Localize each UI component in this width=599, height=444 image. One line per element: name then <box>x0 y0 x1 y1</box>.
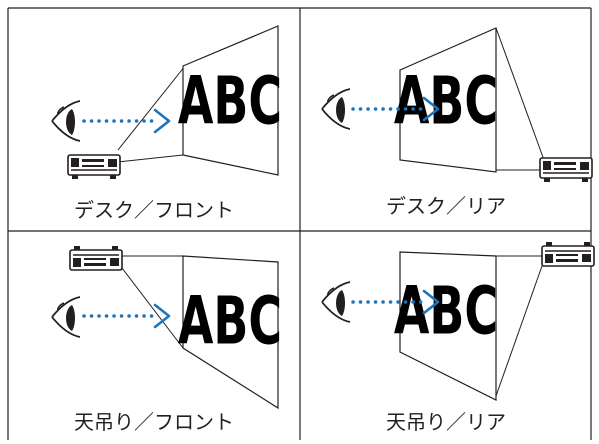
screen-text: ABC <box>178 283 282 360</box>
screen <box>182 255 279 410</box>
screen <box>182 25 279 176</box>
caption-ceiling-rear: 天吊り／リア <box>386 410 506 434</box>
eye-icon <box>51 100 81 142</box>
panel-desk-rear: ABC <box>321 27 593 183</box>
screen-text: ABC <box>394 63 498 140</box>
view-direction-arrow <box>82 303 171 329</box>
screen-text: ABC <box>394 273 498 350</box>
projector-icon <box>69 245 123 271</box>
screen <box>399 27 497 173</box>
projection-lines <box>121 255 185 349</box>
caption-desk-front: デスク／フロント <box>74 198 234 222</box>
caption-ceiling-front: 天吊り／フロント <box>74 410 234 434</box>
screen <box>399 251 497 401</box>
eye-icon <box>51 296 81 338</box>
panel-ceiling-front: ABC <box>51 245 282 410</box>
projector-icon <box>541 241 595 267</box>
projector-icon <box>67 154 121 180</box>
view-direction-arrow <box>82 108 171 134</box>
caption-desk-rear: デスク／リア <box>386 194 506 218</box>
eye-icon <box>321 281 351 323</box>
panel-desk-front: ABC <box>51 25 282 180</box>
projection-lines <box>117 65 186 163</box>
projection-lines <box>495 255 543 397</box>
projector-icon <box>539 157 593 183</box>
panel-ceiling-rear: ABC <box>321 241 595 401</box>
eye-icon <box>321 88 351 130</box>
panel-grid <box>7 7 592 440</box>
screen-text: ABC <box>178 63 282 140</box>
projection-lines <box>495 27 545 171</box>
